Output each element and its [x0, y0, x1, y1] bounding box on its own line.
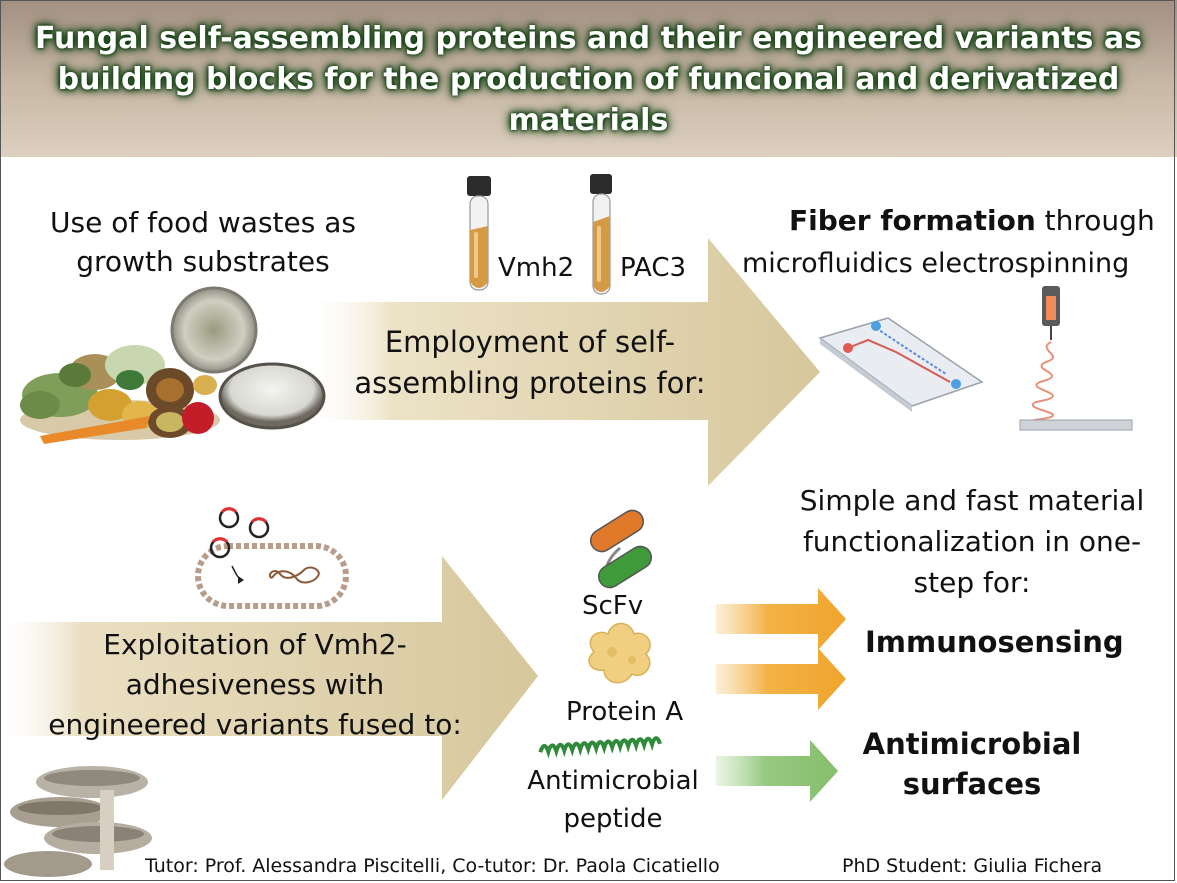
- exploitation-line-3: engineered variants fused to:: [48, 708, 462, 741]
- header-banner: [0, 0, 1177, 157]
- food-wastes-line-1: Use of food wastes as: [50, 206, 356, 239]
- scfv-icon: [589, 509, 653, 589]
- vmh2-label: Vmh2: [498, 253, 575, 283]
- exploitation-text: Exploitation of Vmh2- adhesiveness with …: [15, 625, 495, 745]
- page-title: Fungal self-assembling proteins and thei…: [20, 18, 1157, 141]
- fiber-formation-title: Fiber formation through: [789, 203, 1155, 239]
- vmh2-tube-icon: [467, 176, 491, 291]
- simple-line-3: step for:: [913, 566, 1031, 599]
- orange-arrow-2: [716, 648, 846, 710]
- mushroom-icon: [4, 766, 152, 877]
- employment-arrow: [300, 238, 820, 486]
- employment-text: Employment of self- assembling proteins …: [340, 322, 720, 404]
- exploitation-line-1: Exploitation of Vmh2-: [103, 628, 407, 661]
- simple-fast-text: Simple and fast material functionalizati…: [772, 480, 1172, 603]
- fiber-formation-bold: Fiber formation: [789, 204, 1036, 237]
- microfluidic-chip-icon: [818, 317, 984, 412]
- microfluidics-electrospinning-text: microfluidics electrospinning: [742, 248, 1130, 279]
- antimicrobial-peptide-label: Antimicrobial peptide: [508, 762, 718, 838]
- antimicrobial-surfaces-line-1: Antimicrobial: [862, 727, 1082, 761]
- protein-a-label: Protein A: [566, 697, 684, 727]
- antimicrobial-surfaces-label: Antimicrobial surfaces: [842, 724, 1102, 804]
- antimicrobial-surfaces-line-2: surfaces: [902, 767, 1042, 801]
- immunosensing-label: Immunosensing: [865, 625, 1124, 659]
- bacterium-plasmid-icon: [195, 507, 349, 609]
- pac3-tube-icon: [590, 174, 612, 295]
- simple-line-2: functionalization in one-: [802, 525, 1142, 558]
- title-line-1: Fungal self-assembling proteins and thei…: [35, 21, 1142, 56]
- exploitation-line-2: adhesiveness with: [125, 668, 385, 701]
- food-wastes-line-2: growth substrates: [76, 245, 330, 278]
- electrospinning-icon: [1019, 286, 1133, 431]
- amp-line-1: Antimicrobial: [527, 766, 699, 796]
- footer-tutors: Tutor: Prof. Alessandra Piscitelli, Co-t…: [145, 855, 720, 877]
- amp-line-2: peptide: [563, 804, 663, 834]
- fiber-formation-rest: through: [1035, 204, 1155, 237]
- protein-a-icon: [588, 622, 651, 684]
- food-waste-icon: [20, 345, 220, 444]
- employment-line-2: assembling proteins for:: [354, 366, 706, 400]
- footer-student: PhD Student: Giulia Fichera: [842, 855, 1103, 877]
- green-arrow: [716, 740, 838, 802]
- food-wastes-text: Use of food wastes as growth substrates: [18, 203, 388, 281]
- employment-line-1: Employment of self-: [384, 325, 676, 359]
- orange-arrow-1: [716, 588, 846, 650]
- title-line-3: materials: [508, 103, 669, 138]
- petri-dish-icon: [170, 286, 326, 430]
- title-line-2: building blocks for the production of fu…: [57, 62, 1120, 97]
- scfv-label: ScFv: [582, 591, 644, 621]
- antimicrobial-peptide-icon: [538, 736, 662, 759]
- exploitation-arrow: [0, 556, 538, 800]
- pac3-label: PAC3: [620, 253, 687, 283]
- simple-line-1: Simple and fast material: [799, 484, 1145, 517]
